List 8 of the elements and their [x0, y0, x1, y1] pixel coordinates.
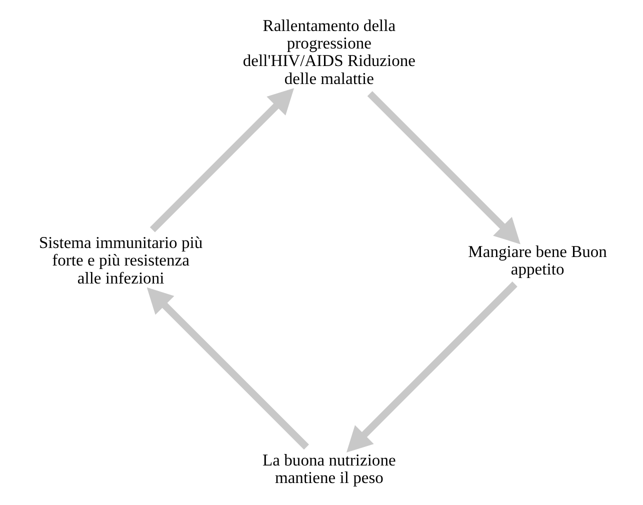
node-text: La buona nutrizione mantiene il peso: [262, 450, 396, 488]
arrow: [346, 282, 518, 452]
arrow: [150, 88, 294, 232]
node-text: Rallentamento della progressione dell'HIV/AIDS Riduzione delle malattie: [242, 16, 416, 88]
node-text: Sistema immunitario più forte e più resistenza alle infezioni: [38, 233, 203, 288]
arrow: [146, 287, 309, 450]
node-text: Mangiare bene Buon appetito: [468, 242, 607, 279]
arrow: [367, 91, 520, 244]
